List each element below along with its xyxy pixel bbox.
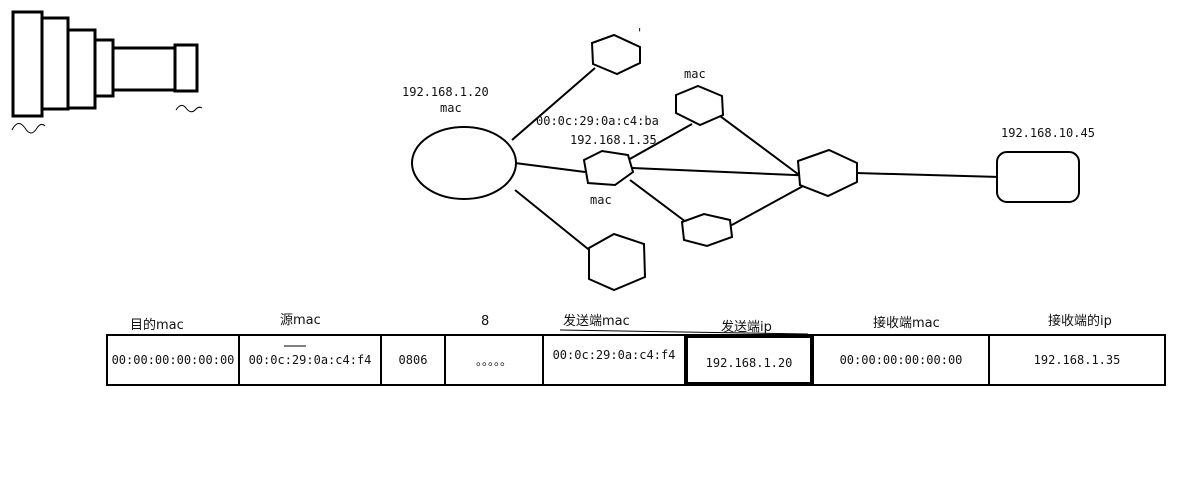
network-nodes <box>411 33 1080 292</box>
link-host-bottom-node <box>514 189 594 254</box>
host-node <box>411 126 517 200</box>
hexagon-router-main <box>796 148 858 198</box>
link-main-router-remote <box>855 172 1001 178</box>
top-router-mac-label: mac <box>684 67 706 81</box>
cell-type: 0806 <box>398 353 428 367</box>
header-dest-mac: 目的mac <box>130 318 184 333</box>
remote-node <box>996 151 1080 203</box>
host-mac-label: mac <box>440 101 462 115</box>
header-sender-mac: 发送端mac <box>563 314 630 329</box>
switch-mac-label: mac <box>590 193 612 207</box>
cell-receiver-mac: 00:00:00:00:00:00 <box>839 353 963 367</box>
header-receiver-mac: 接收端mac <box>873 316 940 331</box>
cell-receiver-ip: 192.168.1.35 <box>1033 353 1121 367</box>
remote-ip-label: 192.168.10.45 <box>1001 126 1095 140</box>
hexagon-router-top <box>675 84 725 127</box>
link-switch-main-router <box>631 167 819 177</box>
link-host-top-node <box>511 67 596 141</box>
hexagon-switch <box>582 149 635 187</box>
header-type-8: 8 <box>481 314 490 329</box>
link-switch-top-router <box>627 123 693 161</box>
cell-src-mac: 00:0c:29:0a:c4:f4 <box>248 353 372 367</box>
host-ip-label: 192.168.1.20 <box>402 85 489 99</box>
switch-ip-label: 192.168.1.35 <box>570 133 657 147</box>
switch-mac-address-label: 00:0c:29:0a:c4:ba <box>536 114 659 128</box>
header-underlines <box>284 329 809 347</box>
header-src-mac: 源mac <box>280 313 321 328</box>
link-bottom-router-main-router <box>729 184 806 227</box>
header-receiver-ip: 接收端的ip <box>1048 314 1112 329</box>
stepped-pipe-sketch <box>11 10 203 134</box>
link-switch-bottom-router <box>629 179 687 223</box>
hexagon-router-bottom <box>680 212 734 248</box>
header-sender-ip: 发送端ip <box>721 320 772 335</box>
node-labels: 192.168.1.20 mac 00:0c:29:0a:c4:ba 192.1… <box>402 26 1095 207</box>
cell-dest-mac: 00:00:00:00:00:00 <box>111 353 235 367</box>
cell-sender-mac: 00:0c:29:0a:c4:f4 <box>552 348 676 362</box>
cell-sender-ip: 192.168.1.20 <box>686 336 812 384</box>
hexagon-node-bottom <box>588 232 647 292</box>
link-host-switch <box>514 162 586 173</box>
cell-ellipsis: 。。。。。 <box>475 353 512 368</box>
hexagon-node-top <box>590 33 641 76</box>
top-node-tick-mark: ' <box>636 26 643 40</box>
network-links <box>511 67 1001 254</box>
arp-frame-table: 00:00:00:00:00:00 00:0c:29:0a:c4:f4 0806… <box>106 334 1166 386</box>
